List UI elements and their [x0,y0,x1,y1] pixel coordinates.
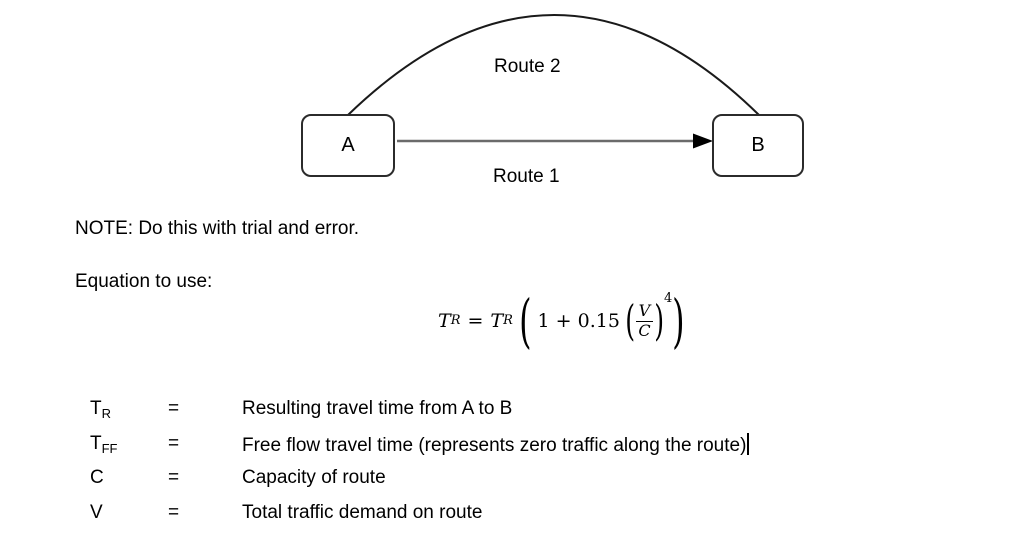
definition-description-wrap: Free flow travel time (represents zero t… [242,432,750,457]
definition-row-v: V = Total traffic demand on route [90,502,749,537]
definitions-list: TR = Resulting travel time from A to B T… [90,398,750,537]
equation-intro: Equation to use: [75,271,213,292]
eq-outer-close-paren: ) [672,287,685,355]
node-b: B [712,114,804,177]
eq-inner-open-paren: ( [625,296,636,345]
definition-description: Free flow travel time (represents zero t… [242,434,747,456]
definition-row-tr: TR = Resulting travel time from A to B [90,398,749,433]
definition-equals: = [168,467,180,488]
definition-symbol: TR [90,398,168,420]
symbol-base: T [90,432,102,454]
text-cursor-caret [747,432,750,455]
eq-rhs-base: T [490,310,504,332]
eq-exponent: 4 [663,291,673,306]
node-a-label: A [341,134,355,156]
note-text: NOTE: Do this with trial and error. [75,218,360,239]
route-diagram-lines [347,14,760,149]
eq-vc-fraction: V C [636,300,653,340]
route1-arrowhead-icon [693,133,713,149]
symbol-subscript: R [101,406,111,421]
definition-symbol: C [90,467,168,489]
symbol-subscript: FF [101,440,118,456]
definition-equals: = [168,432,180,454]
definition-description: Resulting travel time from A to B [242,398,513,419]
definition-row-tff: TFF = Free flow travel time (represents … [90,432,750,468]
eq-equals-sign: = [467,310,484,332]
node-b-label: B [751,134,765,156]
eq-inner-close-paren: ) [653,296,664,345]
route2-label: Route 2 [494,56,561,77]
definition-description: Total traffic demand on route [242,501,483,523]
eq-fraction-numerator: V [638,300,651,320]
symbol-base: T [90,398,102,419]
definition-equals: = [168,398,180,419]
eq-lhs-base: T [438,310,451,332]
definition-symbol: TFF [90,433,168,455]
definition-symbol: V [90,502,168,524]
definition-row-c: C = Capacity of route [90,467,749,502]
definition-description: Capacity of route [242,467,386,488]
symbol-base: C [90,467,104,488]
route1-label: Route 1 [493,166,560,187]
route2-arc [347,14,760,116]
eq-fraction-denominator: C [636,320,653,340]
eq-linear-term: 1 + 0.15 [537,310,620,332]
eq-outer-open-paren: ( [518,287,532,355]
node-a: A [301,114,395,177]
symbol-base: V [90,501,103,523]
definition-equals: = [168,501,180,523]
